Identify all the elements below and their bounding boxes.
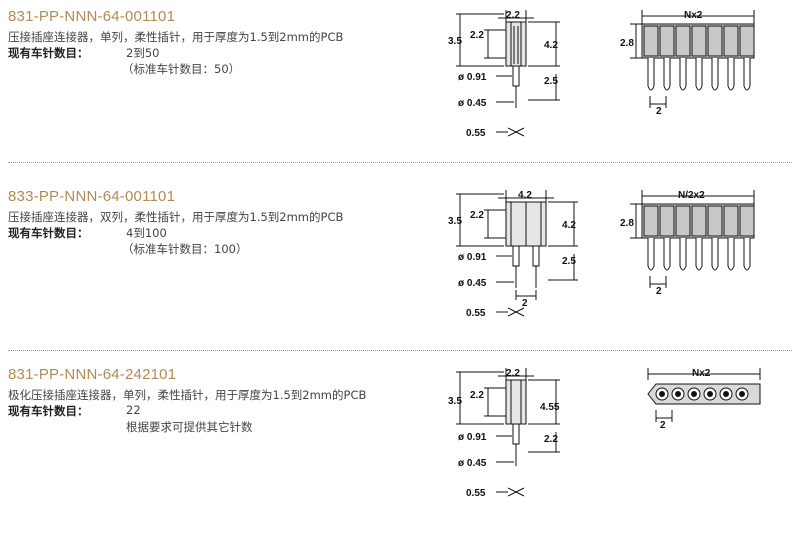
- pin-count-label: 现有车针数目：: [8, 404, 89, 418]
- dim-left-inner: 2.2: [470, 390, 484, 401]
- dim-right-upper: 4.55: [540, 402, 560, 413]
- dim-left-outer: 3.5: [448, 36, 462, 47]
- dim-pitch: 2: [656, 106, 662, 117]
- product-description: 压接插座连接器，单列，柔性插针，用于厚度为1.5到2mm的PCB: [8, 30, 344, 44]
- diameter-1: ø 0.91: [458, 252, 487, 263]
- contact-pin: [695, 238, 703, 271]
- part-number: 831-PP-NNN-64-001101: [8, 8, 176, 25]
- diameter-1: ø 0.91: [458, 432, 487, 443]
- side-view-drawing: 4.2 3.5 2.2 4.2 2.5 ø 0.91 ø 0.45 2 0.55: [448, 190, 578, 319]
- contact-cell: [643, 25, 659, 57]
- side-view-drawing: 2.2 3.5 2.2 4.55 2.2 ø 0.91 ø 0.45 0.55: [448, 368, 560, 499]
- dim-left-inner: 2.2: [470, 30, 484, 41]
- pin-count-note: （标准车针数目：100）: [122, 242, 248, 256]
- front-view-drawing: Nx2 2: [647, 368, 761, 431]
- contact-pin: [727, 238, 735, 271]
- contact-pin: [647, 58, 655, 91]
- pin-count-value: 4到100: [126, 226, 167, 240]
- dim-left-outer: 3.5: [448, 396, 462, 407]
- product-description: 压接插座连接器，双列，柔性插针，用于厚度为1.5到2mm的PCB: [8, 210, 344, 224]
- contact-pin: [743, 58, 751, 91]
- dim-right-upper: 4.2: [562, 220, 576, 231]
- dim-width: Nx2: [684, 10, 703, 21]
- contact-hole-center: [707, 391, 713, 397]
- product-description: 极化压接插座连接器，单列，柔性插针，用于厚度为1.5到2mm的PCB: [8, 388, 367, 402]
- contact-cell: [707, 25, 723, 57]
- dim-right-lower: 2.5: [544, 76, 558, 87]
- dim-left-outer: 3.5: [448, 216, 462, 227]
- dim-pitch: 2: [660, 420, 666, 431]
- dim-height: 2.8: [620, 38, 634, 49]
- contact-cell: [643, 205, 659, 237]
- product-section-2: 833-PP-NNN-64-001101 压接插座连接器，双列，柔性插针，用于厚…: [0, 188, 800, 358]
- pin-size: 0.55: [466, 308, 486, 319]
- section-divider: [8, 350, 792, 351]
- contact-pin: [663, 58, 671, 91]
- product-section-1: 831-PP-NNN-64-001101 压接插座连接器，单列，柔性插针，用于厚…: [0, 8, 800, 178]
- contact-pin: [711, 58, 719, 91]
- contact-pin: [743, 238, 751, 271]
- diameter-2: ø 0.45: [458, 458, 487, 469]
- dim-left-inner: 2.2: [470, 210, 484, 221]
- pin-count-note: （标准车针数目：50）: [122, 62, 241, 76]
- pin-size: 0.55: [466, 488, 486, 499]
- dim-bottom: 2: [522, 298, 528, 309]
- contact-cell: [675, 205, 691, 237]
- dim-top: 2.2: [506, 368, 520, 379]
- pin-count-label: 现有车针数目：: [8, 226, 89, 240]
- contact-pin: [711, 238, 719, 271]
- front-view-drawing: N/2x2 2.8 2: [620, 190, 755, 297]
- contact-hole-center: [691, 391, 697, 397]
- pin-count-note: 根据要求可提供其它针数: [126, 420, 253, 434]
- diameter-1: ø 0.91: [458, 72, 487, 83]
- contact-hole-center: [659, 391, 665, 397]
- contact-pin: [663, 238, 671, 271]
- dim-pitch: 2: [656, 286, 662, 297]
- dim-top: 2.2: [506, 10, 520, 21]
- diameter-2: ø 0.45: [458, 98, 487, 109]
- section-divider: [8, 162, 792, 163]
- contact-pin: [695, 58, 703, 91]
- contact-hole-center: [723, 391, 729, 397]
- contact-cell: [723, 25, 739, 57]
- contact-pin: [679, 58, 687, 91]
- part-number: 833-PP-NNN-64-001101: [8, 188, 176, 205]
- contact-cell: [739, 25, 755, 57]
- pin-count-label: 现有车针数目：: [8, 46, 89, 60]
- contact-cell: [723, 205, 739, 237]
- pin-count-value: 22: [126, 403, 141, 417]
- contact-pin: [727, 58, 735, 91]
- contact-cell: [659, 205, 675, 237]
- contact-hole-center: [739, 391, 745, 397]
- dim-top: 4.2: [518, 190, 532, 201]
- dim-height: 2.8: [620, 218, 634, 229]
- front-view-drawing: Nx2 2.8 2: [620, 10, 755, 117]
- product-section-3: 831-PP-NNN-64-242101 极化压接插座连接器，单列，柔性插针，用…: [0, 366, 800, 536]
- dim-right-lower: 2.2: [544, 434, 558, 445]
- contact-pin: [647, 238, 655, 271]
- contact-cell: [707, 205, 723, 237]
- contact-pin: [679, 238, 687, 271]
- dim-width: Nx2: [692, 368, 711, 379]
- side-view-drawing: 2.2 3.5 2.2 4.2 2.5 ø 0.91 ø 0.45 0.55: [448, 10, 560, 139]
- contact-cell: [659, 25, 675, 57]
- dim-right-lower: 2.5: [562, 256, 576, 267]
- contact-cell: [739, 205, 755, 237]
- diameter-2: ø 0.45: [458, 278, 487, 289]
- pin-size: 0.55: [466, 128, 486, 139]
- dim-right-upper: 4.2: [544, 40, 558, 51]
- pin-count-value: 2到50: [126, 46, 160, 60]
- contact-hole-center: [675, 391, 681, 397]
- dim-width: N/2x2: [678, 190, 705, 201]
- contact-cell: [691, 25, 707, 57]
- part-number: 831-PP-NNN-64-242101: [8, 366, 177, 383]
- contact-cell: [691, 205, 707, 237]
- contact-cell: [675, 25, 691, 57]
